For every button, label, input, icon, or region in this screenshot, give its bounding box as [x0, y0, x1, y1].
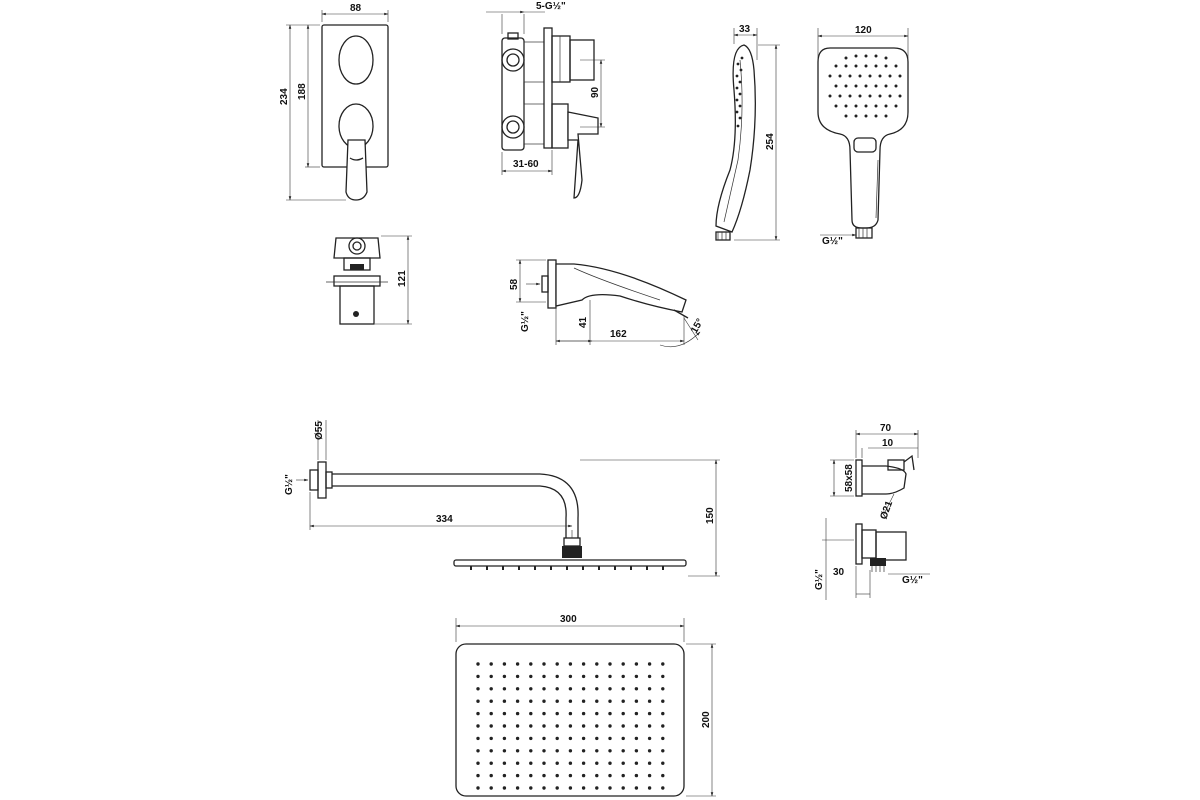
dim-spout-length: 162 — [610, 329, 627, 340]
dim-panel-inner-height: 188 — [297, 83, 308, 100]
dim-outlet-thread-right: G½" — [902, 575, 923, 586]
wall-outlet-view: G½" 30 G½" — [814, 518, 930, 600]
dim-hand-shower-thread: G½" — [822, 236, 843, 247]
dim-panel-width: 88 — [350, 3, 362, 14]
dim-spout-offset: 41 — [578, 316, 589, 328]
rain-shower-head-top-view: 300 200 — [455, 614, 716, 797]
shower-holder-view: 70 10 58x58 Ø21 — [830, 423, 919, 521]
dim-outlet-depth: 30 — [833, 567, 845, 578]
dim-arm-thread: G½" — [284, 474, 295, 495]
dim-holder-plate: 58x58 — [844, 464, 855, 492]
mixer-valve-side-view: 5-G½" 90 31-60 — [486, 1, 605, 199]
dim-spout-angle: 15° — [689, 317, 706, 336]
dim-spout-height: 58 — [509, 278, 520, 290]
dim-holder-offset: 10 — [882, 438, 894, 449]
dim-head-height: 200 — [701, 711, 712, 728]
diverter-cartridge-view: 121 — [326, 235, 412, 325]
mixer-panel-front-view: 88 234 188 — [279, 3, 389, 201]
dim-valve-spacing: 90 — [590, 86, 601, 98]
dim-arm-flange: Ø55 — [314, 421, 325, 440]
dim-valve-connection: 5-G½" — [536, 1, 566, 12]
dim-head-width: 300 — [560, 614, 577, 625]
dim-arm-length: 334 — [436, 514, 453, 525]
dim-hand-shower-length: 254 — [765, 133, 776, 150]
dim-hand-shower-depth: 33 — [739, 24, 751, 35]
dim-cartridge-height: 121 — [397, 270, 408, 287]
hand-shower-front-view: 120 G½" — [817, 25, 909, 247]
dim-valve-depth: 31-60 — [513, 159, 539, 170]
dim-holder-bore: Ø21 — [878, 499, 895, 521]
shower-arm-side-view: Ø55 G½" 334 150 — [284, 420, 720, 577]
dim-panel-height: 234 — [279, 88, 290, 105]
dim-holder-depth: 70 — [880, 423, 892, 434]
dim-spout-thread: G½" — [520, 311, 531, 332]
dim-hand-shower-width: 120 — [855, 25, 872, 36]
bath-spout-side-view: 58 G½" 41 162 15° — [509, 259, 706, 348]
hand-shower-side-view: 33 254 — [715, 24, 780, 241]
dim-arm-drop: 150 — [705, 507, 716, 524]
dim-outlet-thread-left: G½" — [814, 569, 825, 590]
